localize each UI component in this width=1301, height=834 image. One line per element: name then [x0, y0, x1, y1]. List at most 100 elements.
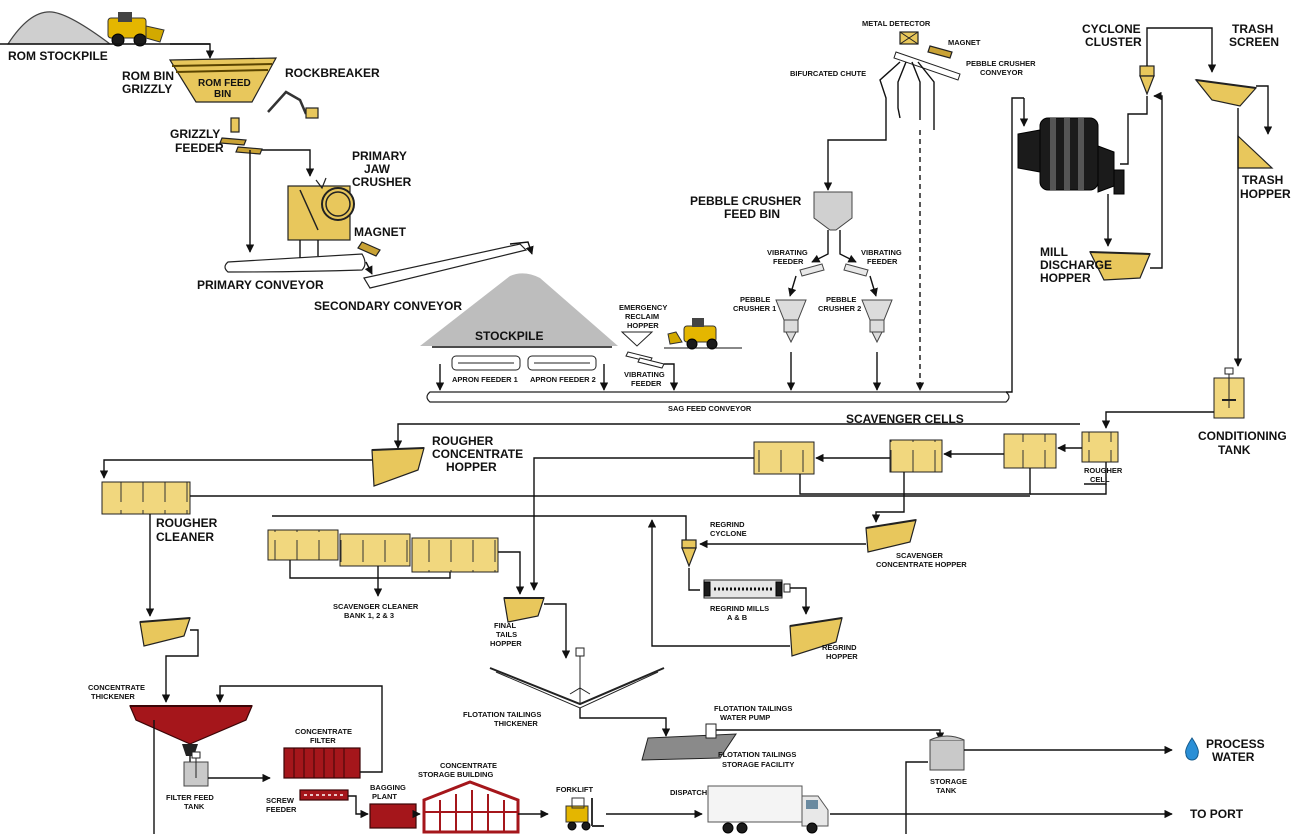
emergency-label-2: RECLAIM: [625, 312, 659, 321]
forklift-label: FORKLIFT: [556, 785, 593, 794]
vf-b-label-2: FEEDER: [867, 257, 898, 266]
vf-a-label-2: FEEDER: [773, 257, 804, 266]
rom-loader-icon: [107, 12, 165, 47]
conc-thickener-label-1: CONCENTRATE: [88, 683, 145, 692]
rougher-cell-label-2: CELL: [1090, 475, 1110, 484]
magnet-2: [927, 45, 953, 59]
pc1-label-2: CRUSHER 1: [733, 304, 776, 313]
storage-tank-label-1: STORAGE: [930, 777, 967, 786]
regrind-hopper-label-1: REGRIND: [822, 643, 857, 652]
regrind-cyclone-label-1: REGRIND: [710, 520, 745, 529]
to-port-label: TO PORT: [1190, 807, 1244, 821]
primary-jaw-label-2: JAW: [364, 162, 391, 176]
rougher-conc-label-2: CONCENTRATE: [432, 447, 523, 461]
rom-stockpile-label: ROM STOCKPILE: [8, 49, 108, 63]
sag-feed-conveyor-label: SAG FEED CONVEYOR: [668, 404, 752, 413]
primary-jaw-label-3: CRUSHER: [352, 175, 412, 189]
cyclone-cluster: [1139, 65, 1155, 96]
bifurcated-chute: [823, 61, 935, 391]
conditioning-label-2: TANK: [1218, 443, 1251, 457]
apron-feeder-2-label: APRON FEEDER 2: [530, 375, 596, 384]
conditioning-tank: [1213, 367, 1245, 419]
pebble-crusher-conveyor: [893, 51, 961, 81]
pc2-label-1: PEBBLE: [826, 295, 856, 304]
rougher-conc-label-1: ROUGHER: [432, 434, 494, 448]
storage-tank-label-2: TANK: [936, 786, 957, 795]
sag-mill: [1017, 98, 1125, 195]
trash-hopper: [1237, 134, 1274, 169]
mill-discharge-label-2: DISCHARGE: [1040, 258, 1112, 272]
truck-icon: [707, 785, 829, 834]
scav-conc-label-1: SCAVENGER: [896, 551, 944, 560]
pc1-label-1: PEBBLE: [740, 295, 770, 304]
dispatch-label: DISPATCH: [670, 788, 707, 797]
pebble-bin-label-2: FEED BIN: [724, 207, 780, 221]
trash-hopper-label-1: TRASH: [1242, 173, 1283, 187]
cyclone-label-2: CLUSTER: [1085, 35, 1142, 49]
trash-hopper-label-2: HOPPER: [1240, 187, 1291, 201]
secondary-conveyor: [363, 243, 528, 289]
stockpile: [420, 273, 618, 348]
primary-jaw-crusher: [287, 177, 355, 241]
scav-cleaner-label-2: BANK 1, 2 & 3: [344, 611, 394, 620]
flot-storage-label-1: FLOTATION TAILINGS: [718, 750, 796, 759]
screw-feeder: [299, 789, 349, 801]
emergency-label-1: EMERGENCY: [619, 303, 667, 312]
screw-feeder-label-1: SCREW: [266, 796, 295, 805]
conc-storage-label-2: STORAGE BUILDING: [418, 770, 493, 779]
rom-stockpile: [6, 11, 112, 45]
trash-screen-label-1: TRASH: [1232, 22, 1273, 36]
flotation-tailings-storage-facility: [641, 723, 737, 761]
primary-conveyor-label: PRIMARY CONVEYOR: [197, 278, 324, 292]
vf-b-label-1: VIBRATING: [861, 248, 902, 257]
vibrating-feeder-a: [799, 263, 825, 277]
scav-conc-label-2: CONCENTRATE HOPPER: [876, 560, 967, 569]
apron-feeder-1-label: APRON FEEDER 1: [452, 375, 518, 384]
concentrate-filter: [283, 747, 361, 779]
trash-screen-label-2: SCREEN: [1229, 35, 1279, 49]
final-tails-hopper: [503, 597, 545, 623]
vibrating-feeder-b: [843, 263, 869, 277]
scavenger-cleaner-bank-3: [411, 537, 499, 573]
pebble-bin-label-1: PEBBLE CRUSHER: [690, 194, 802, 208]
final-tails-label-3: HOPPER: [490, 639, 522, 648]
metal-detector: [899, 31, 919, 45]
bagging-plant: [369, 803, 417, 829]
scavenger-cells-label: SCAVENGER CELLS: [846, 412, 964, 426]
primary-conveyor: [224, 253, 366, 273]
process-water-label-1: PROCESS: [1206, 737, 1265, 751]
vibrating-feeder-label-2: FEEDER: [631, 379, 662, 388]
conditioning-label-1: CONDITIONING: [1198, 429, 1287, 443]
emergency-reclaim-hopper: [620, 331, 654, 347]
rom-bin-label-2: GRIZZLY: [122, 82, 172, 96]
rom-bin-label-1: ROM BIN: [122, 69, 174, 83]
grizzly-feeder: [219, 117, 263, 155]
bagging-label-2: PLANT: [372, 792, 397, 801]
rom-feed-bin: ROM FEED BIN: [168, 57, 278, 103]
pc2-label-2: CRUSHER 2: [818, 304, 861, 313]
rougher-conc-label-3: HOPPER: [446, 460, 497, 474]
rom-feed-bin-label-1: ROM FEED: [198, 78, 251, 89]
mill-discharge-label-1: MILL: [1040, 245, 1068, 259]
conc-thickener-label-2: THICKENER: [91, 692, 135, 701]
flot-storage-label-2: STORAGE FACILITY: [722, 760, 794, 769]
bagging-label-1: BAGGING: [370, 783, 406, 792]
scavenger-cleaner-bank-2: [339, 533, 411, 567]
regrind-mills: [703, 579, 791, 599]
rougher-cell: [1081, 431, 1119, 463]
bifurcated-chute-label: BIFURCATED CHUTE: [790, 69, 866, 78]
apron-feeder-2: [527, 355, 597, 371]
scavenger-concentrate-hopper: [865, 519, 917, 553]
stockpile-label: STOCKPILE: [475, 329, 543, 343]
cyclone-label-1: CYCLONE: [1082, 22, 1141, 36]
rougher-cleaner: [101, 481, 191, 515]
filter-feed-tank: [183, 751, 209, 787]
regrind-mills-label-1: REGRIND MILLS: [710, 604, 769, 613]
rougher-cell-label-1: ROUGHER: [1084, 466, 1123, 475]
regrind-cyclone: [681, 539, 697, 568]
rockbreaker-icon: [267, 90, 319, 119]
rougher-cleaner-label-1: ROUGHER: [156, 516, 218, 530]
mill-discharge-hopper: [1089, 251, 1151, 281]
rockbreaker-label: ROCKBREAKER: [285, 66, 380, 80]
vibrating-feeder-label-1: VIBRATING: [624, 370, 665, 379]
